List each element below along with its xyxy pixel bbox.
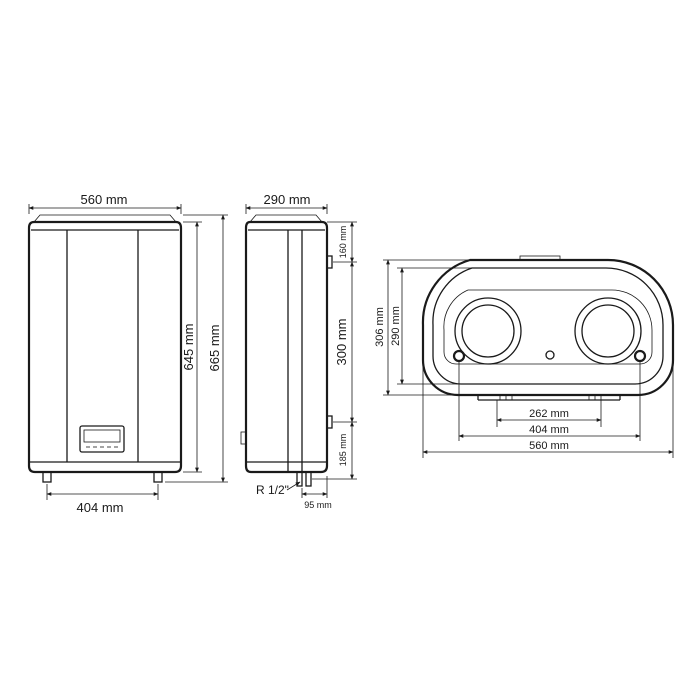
mount-hole-left [452,349,466,363]
top-width-inner-label: 262 mm [529,408,569,420]
pipe-distance-label: 95 mm [304,500,332,510]
side-dim-top-label: 160 mm [338,226,348,259]
wall-bracket-bottom [326,415,333,429]
front-bottom-width-label: 404 mm [77,500,124,515]
tank-right-inner [581,304,635,358]
control-display [79,425,125,453]
side-depth-label: 290 mm [264,192,311,207]
front-foot-left [42,471,52,483]
top-height-inner-label: 290 mm [390,306,402,346]
top-height-outer-label: 306 mm [374,307,386,347]
front-foot-right [153,471,163,483]
bottom-bracket [477,395,621,401]
top-view-inner-body [432,267,664,385]
side-left-detail [240,431,247,445]
front-top-cap [33,214,177,223]
tank-right-outer [574,297,642,365]
front-view-body [27,220,183,474]
tank-left-outer [454,297,522,365]
side-dim-middle-label: 300 mm [334,319,349,366]
front-height-inner-label: 645 mm [181,324,196,371]
thread-label: R 1/2" [256,483,289,497]
front-view: 560 mm 645 mm 665 mm 404 mm [27,192,228,515]
pipe-left [296,471,303,487]
side-view-body [244,220,329,474]
side-top-cap [249,214,323,223]
side-dim-bottom-label: 185 mm [338,434,348,467]
pipe-right [305,471,312,487]
top-view-outer-body [421,258,675,397]
front-height-outer-label: 665 mm [207,325,222,372]
top-width-middle-label: 404 mm [529,424,569,436]
front-width-label: 560 mm [81,192,128,207]
wall-bracket-top [326,255,333,269]
top-view: 306 mm 290 mm 262 mm 404 mm 560 mm [374,255,675,458]
top-view-top-tab [519,255,561,261]
mount-hole-right [633,349,647,363]
side-view: 290 mm 160 mm 300 mm 185 mm R 1/2" 95 mm [240,192,357,510]
top-width-outer-label: 560 mm [529,440,569,452]
tank-left-inner [461,304,515,358]
center-hole [545,350,555,360]
